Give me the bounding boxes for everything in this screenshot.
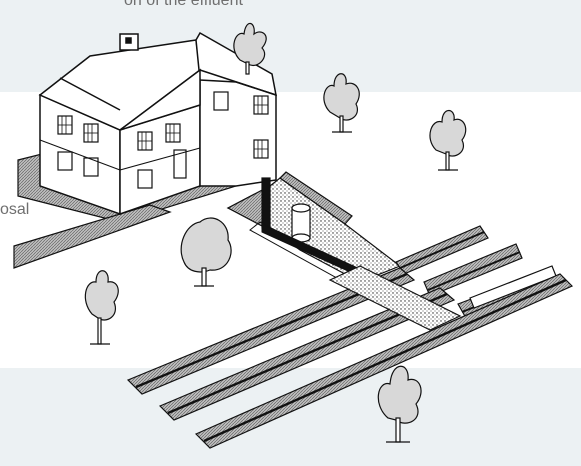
tree-icon	[181, 218, 231, 286]
tree-icon	[430, 111, 466, 171]
tree-icon	[378, 366, 421, 442]
tree-icon	[85, 271, 118, 344]
septic-tank-icon	[292, 204, 310, 242]
tree-icon	[324, 74, 359, 132]
